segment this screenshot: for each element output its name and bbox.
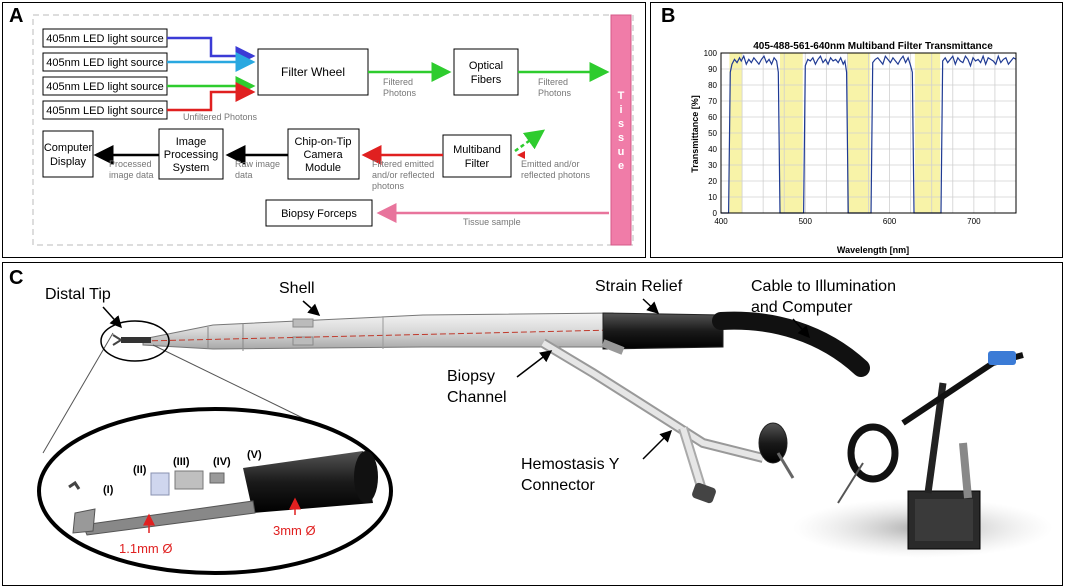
xtick-1: 500 bbox=[799, 217, 813, 226]
ytick-1: 10 bbox=[708, 193, 717, 202]
tissue-sample-label: Tissue sample bbox=[463, 217, 521, 227]
panel-c-label: C bbox=[9, 267, 24, 289]
svg-text:405nm LED light source: 405nm LED light source bbox=[46, 105, 163, 117]
led-source-3: 405nm LED light source bbox=[42, 76, 168, 96]
arrow-blue bbox=[167, 36, 256, 66]
strain-relief bbox=[602, 312, 724, 350]
label-distal-tip: Distal Tip bbox=[45, 286, 111, 303]
filter-wheel-box: Filter Wheel bbox=[257, 48, 369, 96]
panel-b: B 0 10 20 30 40 50 60 70 80 90 100 400 500 600 700 405… bbox=[650, 2, 1063, 258]
ytick-2: 20 bbox=[708, 177, 717, 186]
part-label-v: (V) bbox=[247, 449, 262, 461]
led-source-1: 405nm LED light source bbox=[42, 28, 168, 48]
led-source-4: 405nm LED light source bbox=[42, 100, 168, 120]
svg-text:405nm LED light source: 405nm LED light source bbox=[46, 33, 163, 45]
part-label-iii: (III) bbox=[173, 456, 190, 468]
tissue-bar bbox=[610, 14, 632, 246]
panel-a-diagram: 405nm LED light source 405nm LED light s… bbox=[32, 14, 634, 246]
chart-xlabel: Wavelength [nm] bbox=[837, 245, 909, 255]
ytick-6: 60 bbox=[708, 113, 717, 122]
cable bbox=[712, 311, 870, 377]
arrow-reflected-dashed bbox=[514, 129, 546, 153]
magnified-tip-view bbox=[37, 407, 393, 575]
ytick-0: 0 bbox=[713, 209, 718, 218]
label-dim-large: 3mm Ø bbox=[273, 523, 316, 538]
svg-text:405nm LED light source: 405nm LED light source bbox=[46, 57, 163, 69]
ytick-5: 50 bbox=[708, 129, 717, 138]
transmittance-series bbox=[721, 54, 1017, 214]
svg-text:405nm LED light source: 405nm LED light source bbox=[46, 81, 163, 93]
distal-tip-circle bbox=[100, 320, 170, 362]
chart-ylabel: Transmittance [%] bbox=[690, 95, 700, 173]
xtick-0: 400 bbox=[714, 217, 728, 226]
ytick-7: 70 bbox=[708, 97, 717, 106]
transmittance-chart: 0 10 20 30 40 50 60 70 80 90 100 400 500 600 700 405-4… bbox=[690, 41, 1017, 255]
panel-b-label: B bbox=[661, 5, 676, 27]
device-photo bbox=[793, 351, 1053, 558]
ytick-10: 100 bbox=[704, 49, 718, 58]
label-strain-relief: Strain Relief bbox=[595, 278, 683, 295]
svg-text:Filter Wheel: Filter Wheel bbox=[281, 65, 345, 79]
biopsy-forceps-box: Biopsy Forceps bbox=[265, 199, 373, 227]
chart-title: 405-488-561-640nm Multiband Filter Trans… bbox=[753, 41, 993, 52]
device-illustration: Distal Tip Shell Strain Relief Cable to … bbox=[37, 278, 1053, 575]
magnified-tip-parts bbox=[68, 451, 378, 536]
xtick-2: 600 bbox=[883, 217, 897, 226]
svg-text:Biopsy Forceps: Biopsy Forceps bbox=[281, 208, 357, 220]
arrow-red bbox=[167, 82, 256, 112]
plot-frame bbox=[720, 52, 1017, 214]
panel-a: A 405nm LED light source 405nm LED light… bbox=[2, 2, 646, 258]
instrument-body bbox=[112, 312, 614, 351]
label-shell: Shell bbox=[279, 280, 315, 297]
xtick-3: 700 bbox=[967, 217, 981, 226]
label-dim-small: 1.1mm Ø bbox=[119, 541, 172, 556]
part-label-ii: (II) bbox=[133, 464, 147, 476]
led-source-2: 405nm LED light source bbox=[42, 52, 168, 72]
ytick-9: 90 bbox=[708, 65, 717, 74]
part-label-i: (I) bbox=[103, 484, 114, 496]
ytick-8: 80 bbox=[708, 81, 717, 90]
dashed-frame bbox=[32, 14, 634, 246]
panel-a-label: A bbox=[9, 5, 24, 27]
unfiltered-photons-label: Unfiltered Photons bbox=[183, 112, 258, 122]
ytick-4: 40 bbox=[708, 145, 717, 154]
ytick-3: 30 bbox=[708, 161, 717, 170]
part-label-iv: (IV) bbox=[213, 456, 231, 468]
biopsy-channel bbox=[540, 338, 795, 504]
panel-c: C bbox=[2, 262, 1063, 586]
